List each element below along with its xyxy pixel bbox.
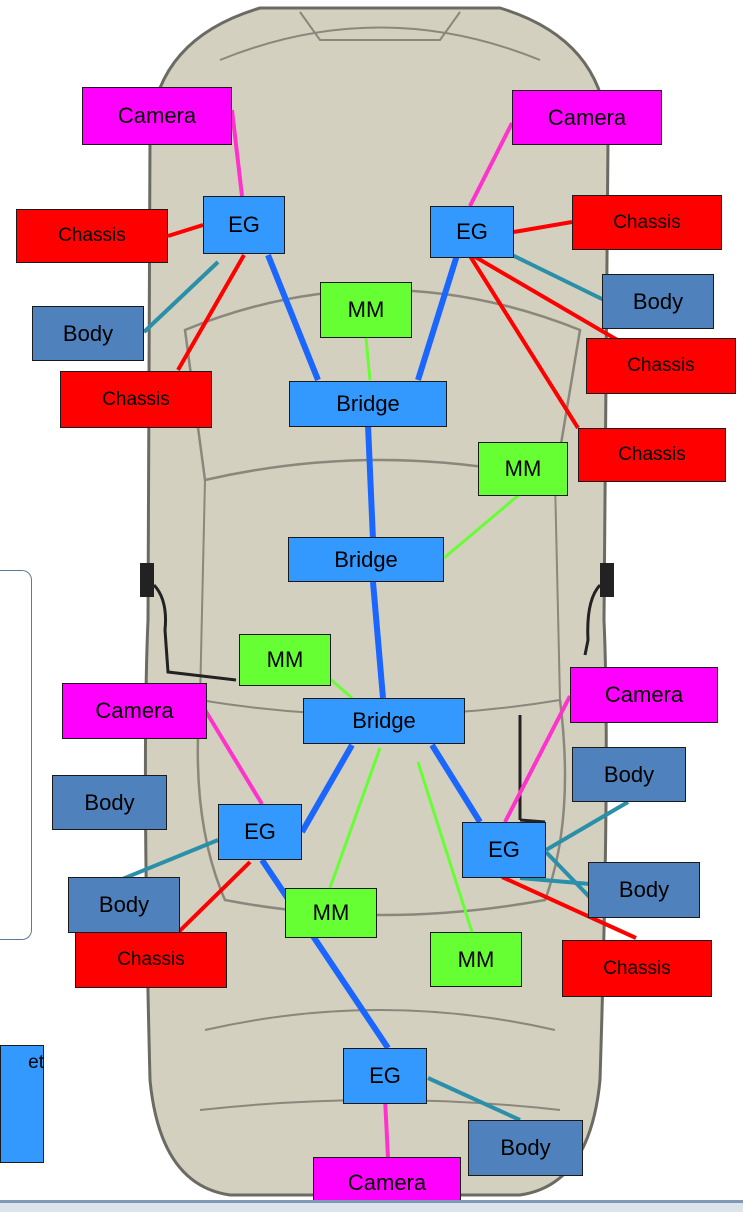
bridge-node-rear: Bridge xyxy=(303,698,465,744)
mm-node: MM xyxy=(320,282,412,338)
eg-node-rear-left: EG xyxy=(218,804,302,860)
link-camera xyxy=(230,109,244,197)
chassis-node: Chassis xyxy=(586,338,736,394)
hood-vent xyxy=(299,11,461,41)
link-mm xyxy=(364,337,372,381)
hood-line xyxy=(219,26,541,61)
link-backbone xyxy=(259,858,391,1050)
link-chassis xyxy=(501,875,637,940)
link-mm xyxy=(416,761,474,933)
link-backbone xyxy=(365,424,376,541)
right-mirror xyxy=(600,563,614,597)
link-mm xyxy=(328,676,353,700)
chassis-node: Chassis xyxy=(578,428,726,482)
bridge-node-front: Bridge xyxy=(289,381,447,427)
link-camera xyxy=(468,122,514,207)
chassis-node: Chassis xyxy=(75,932,227,988)
link-mm xyxy=(443,492,521,560)
link-mm xyxy=(328,747,382,889)
link-backbone xyxy=(429,743,483,824)
left-mirror-wire xyxy=(152,583,237,682)
side-legend-text: et xyxy=(28,1052,44,1073)
link-backbone xyxy=(415,251,461,381)
side-legend-box xyxy=(0,1045,44,1163)
eg-node-rear-right: EG xyxy=(462,822,546,878)
eg-node-front-right: EG xyxy=(430,206,514,258)
bottom-rule xyxy=(0,1200,743,1212)
link-camera xyxy=(383,1097,390,1159)
left-bracket xyxy=(0,570,32,940)
trunk-line xyxy=(204,1009,556,1031)
bridge-node-middle: Bridge xyxy=(288,537,444,582)
links xyxy=(119,109,662,1159)
camera-node-rear-left: Camera xyxy=(62,683,207,739)
body-node: Body xyxy=(52,775,167,830)
link-backbone xyxy=(299,743,355,834)
link-body xyxy=(511,253,605,302)
link-camera xyxy=(203,708,264,806)
body-node: Body xyxy=(572,747,686,802)
body-node: Body xyxy=(468,1120,583,1176)
mm-node: MM xyxy=(239,634,331,686)
chassis-node: Chassis xyxy=(16,209,168,263)
link-body xyxy=(119,838,219,882)
link-body xyxy=(142,260,220,334)
link-chassis xyxy=(176,254,246,371)
link-chassis xyxy=(468,254,580,430)
chassis-node: Chassis xyxy=(572,195,722,250)
body-node: Body xyxy=(602,274,714,329)
eg-node-front-left: EG xyxy=(203,196,285,254)
link-chassis xyxy=(167,223,204,238)
link-camera xyxy=(503,695,572,823)
camera-node-rear-right: Camera xyxy=(570,667,718,723)
mm-node: MM xyxy=(430,932,522,987)
rear-window xyxy=(196,699,567,917)
link-body xyxy=(544,800,630,852)
link-body xyxy=(427,1076,521,1122)
body-node: Body xyxy=(32,306,144,361)
link-backbone xyxy=(265,253,321,382)
body-node: Body xyxy=(588,862,700,918)
chassis-node: Chassis xyxy=(562,940,712,997)
eg-node-rear: EG xyxy=(343,1048,427,1104)
mm-node: MM xyxy=(478,442,568,496)
windshield xyxy=(183,288,582,482)
chassis-node: Chassis xyxy=(60,371,212,428)
link-chassis xyxy=(513,220,573,234)
camera-node-front-right: Camera xyxy=(512,90,662,145)
mm-node: MM xyxy=(285,888,377,938)
cabin-wire-2 xyxy=(519,818,546,824)
link-body xyxy=(519,876,591,886)
body-node: Body xyxy=(68,877,180,933)
camera-node-front-left: Camera xyxy=(82,87,232,145)
link-backbone xyxy=(370,581,386,699)
right-mirror-wire xyxy=(583,583,602,656)
left-mirror xyxy=(140,563,154,597)
